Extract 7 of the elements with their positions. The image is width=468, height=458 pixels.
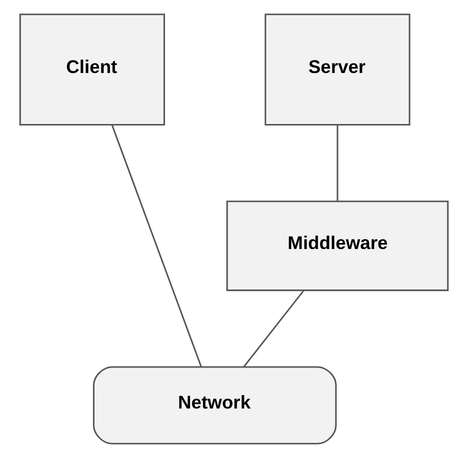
connector [111,125,202,367]
node-box: Client [19,14,166,126]
node-box: Server [264,14,410,126]
node-box: Network [92,366,337,444]
node-box: Middleware [226,200,449,292]
connector [336,124,338,201]
connector [243,290,304,368]
